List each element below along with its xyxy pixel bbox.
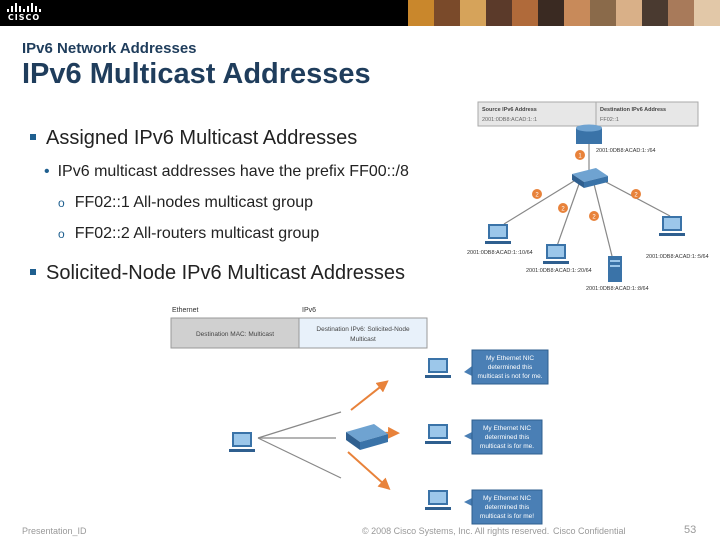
page-number: 53 bbox=[684, 524, 697, 536]
host-address: 2001:0DB8:ACAD:1::20/64 bbox=[526, 268, 592, 274]
multicast-arrow bbox=[347, 451, 391, 491]
svg-text:My Ethernet NIC: My Ethernet NIC bbox=[483, 495, 531, 502]
bullet-assigned: Assigned IPv6 Multicast Addresses bbox=[30, 127, 357, 150]
ipv6-label: IPv6 bbox=[302, 307, 316, 314]
svg-text:determined this: determined this bbox=[485, 434, 530, 441]
bullet-all-nodes: o FF02::1 All-nodes multicast group bbox=[58, 194, 313, 212]
solicited-node-diagram: Ethernet IPv6 Destination MAC: Multicast… bbox=[170, 307, 549, 525]
svg-text:My Ethernet NIC: My Ethernet NIC bbox=[486, 355, 534, 362]
step-marker bbox=[575, 150, 585, 160]
footer-confidential: Cisco Confidential bbox=[553, 526, 626, 536]
receiver-pc-icon bbox=[425, 424, 451, 444]
ipv6-cell-text: Destination IPv6: Solicited-Node bbox=[316, 326, 410, 333]
bullet-circle-icon: o bbox=[58, 196, 65, 210]
host-pc-icon bbox=[485, 224, 511, 244]
host-pc-icon bbox=[659, 216, 685, 236]
step-marker-label: 2 bbox=[535, 193, 539, 199]
cisco-logo: CISCO bbox=[6, 3, 42, 23]
receiver-pc-icon bbox=[425, 358, 451, 378]
cisco-logo-bars bbox=[6, 3, 42, 12]
address-table bbox=[477, 101, 699, 127]
switch-icon bbox=[572, 168, 608, 188]
server-address: 2001:0DB8:ACAD:1::8/64 bbox=[586, 286, 649, 292]
step-marker bbox=[631, 189, 641, 199]
router-address: 2001:0DB8:ACAD:1::/64 bbox=[596, 148, 656, 154]
step-marker-label: 1 bbox=[578, 154, 582, 160]
step-marker bbox=[532, 189, 542, 199]
ethernet-label: Ethernet bbox=[172, 307, 199, 314]
step-marker-label: 2 bbox=[592, 215, 596, 221]
step-marker-label: 2 bbox=[561, 207, 565, 213]
src-value: 2001:0DB8:ACAD:1::1 bbox=[482, 117, 537, 123]
src-header: Source IPv6 Address bbox=[482, 107, 537, 113]
bullet-all-nodes-text: FF02::1 All-nodes multicast group bbox=[74, 194, 314, 211]
bullet-all-routers: o FF02::2 All-routers multicast group bbox=[58, 225, 319, 243]
footer-copyright: © 2008 Cisco Systems, Inc. All rights re… bbox=[362, 526, 550, 536]
svg-text:multicast is not for me.: multicast is not for me. bbox=[477, 373, 542, 380]
step-marker bbox=[589, 211, 599, 221]
bullet-solicited: Solicited-Node IPv6 Multicast Addresses bbox=[30, 262, 405, 285]
mac-header-cell bbox=[170, 317, 300, 349]
footer-presentation-id: Presentation_ID bbox=[22, 526, 87, 536]
multicast-arrow bbox=[350, 380, 389, 411]
svg-text:multicast is for me!: multicast is for me! bbox=[480, 513, 534, 520]
callout-not-for-me: My Ethernet NIC determined this multicas… bbox=[464, 349, 549, 385]
host-address: 2001:0DB8:ACAD:1::5/64 bbox=[646, 254, 709, 260]
bullet-prefix: • IPv6 multicast addresses have the prefi… bbox=[44, 163, 409, 181]
host-pc-icon bbox=[543, 244, 569, 264]
ipv6-cell-text-2: Multicast bbox=[350, 336, 376, 343]
ipv6-header-cell bbox=[298, 317, 428, 349]
sender-pc-icon bbox=[229, 432, 255, 452]
bullet-dot-icon: • bbox=[44, 163, 50, 180]
svg-text:My Ethernet NIC: My Ethernet NIC bbox=[483, 425, 531, 432]
dst-header: Destination IPv6 Address bbox=[600, 107, 666, 113]
top-banner: CISCO bbox=[0, 0, 720, 26]
callout-for-me: My Ethernet NIC determined this multicas… bbox=[464, 419, 543, 455]
cisco-logo-text: CISCO bbox=[7, 13, 41, 22]
bullet-all-routers-text: FF02::2 All-routers multicast group bbox=[74, 225, 320, 242]
page-title: IPv6 Multicast Addresses bbox=[22, 58, 371, 90]
dst-value: FF02::1 bbox=[600, 117, 619, 123]
receiver-pc-icon bbox=[425, 490, 451, 510]
bullet-prefix-text: IPv6 multicast addresses have the prefix… bbox=[57, 163, 409, 180]
svg-text:multicast is for me.: multicast is for me. bbox=[480, 443, 534, 450]
all-nodes-diagram: Source IPv6 Address 2001:0DB8:ACAD:1::1 … bbox=[467, 101, 709, 292]
step-marker bbox=[558, 203, 568, 213]
section-kicker: IPv6 Network Addresses bbox=[22, 40, 197, 57]
server-icon bbox=[608, 256, 622, 282]
step-marker-label: 2 bbox=[634, 193, 638, 199]
switch-icon bbox=[346, 424, 388, 450]
host-address: 2001:0DB8:ACAD:1::10/64 bbox=[467, 250, 533, 256]
bullet-solicited-text: Solicited-Node IPv6 Multicast Addresses bbox=[46, 262, 406, 284]
bullet-circle-icon: o bbox=[58, 227, 65, 241]
bullet-assigned-text: Assigned IPv6 Multicast Addresses bbox=[46, 127, 358, 149]
photo-strip bbox=[408, 0, 720, 26]
bullet-square-icon bbox=[30, 268, 36, 275]
router-icon bbox=[576, 124, 602, 144]
svg-text:determined this: determined this bbox=[485, 504, 530, 511]
svg-text:determined this: determined this bbox=[488, 364, 533, 371]
mac-cell-text: Destination MAC: Multicast bbox=[196, 331, 274, 338]
callout-for-me-2: My Ethernet NIC determined this multicas… bbox=[464, 489, 543, 525]
bullet-square-icon bbox=[30, 133, 36, 140]
